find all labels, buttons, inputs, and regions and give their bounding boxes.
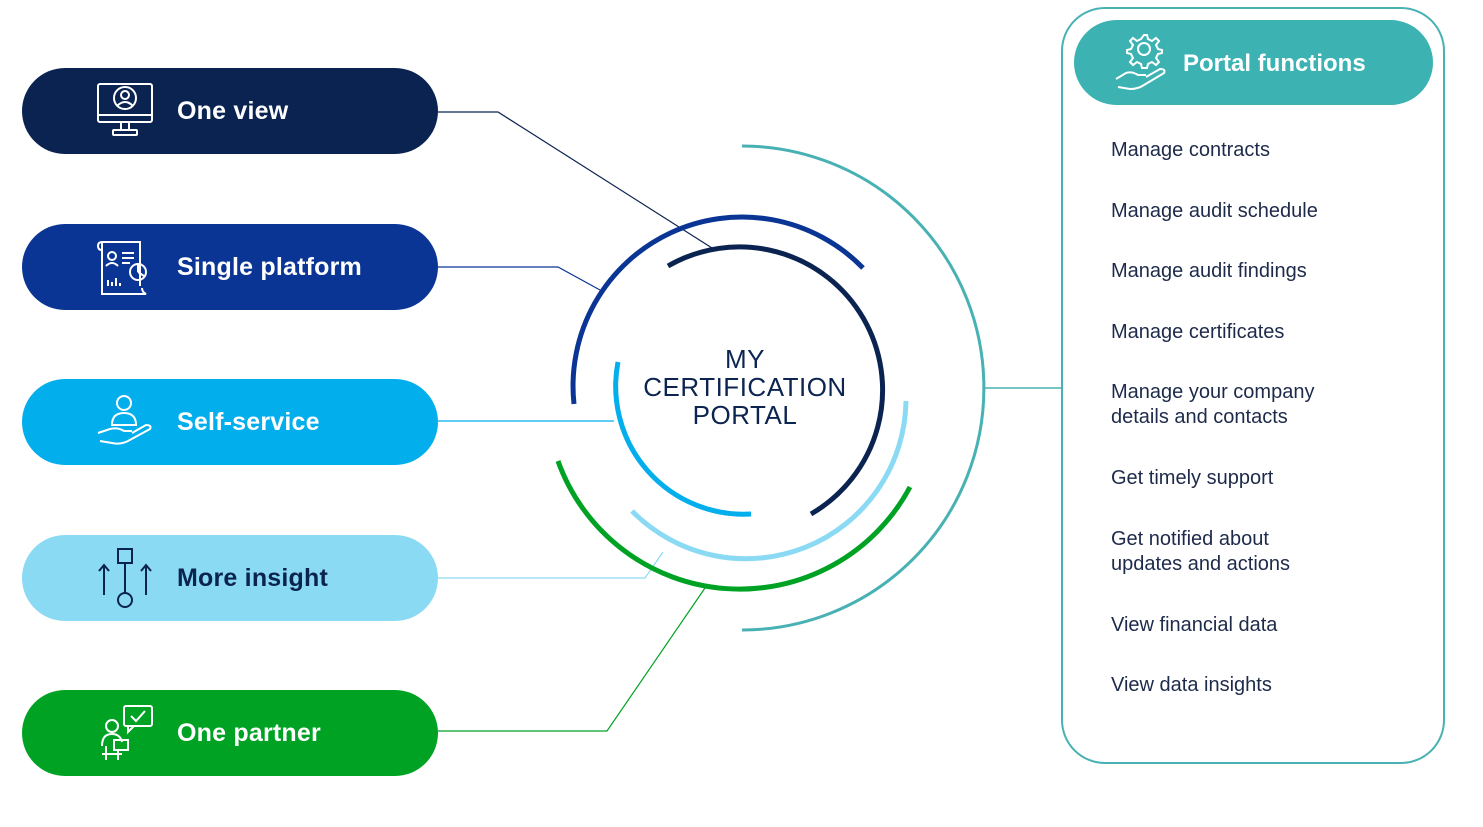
portal-functions-panel (1061, 7, 1445, 764)
pill-one-partner: One partner (22, 690, 438, 776)
function-item: Manage audit findings (1111, 260, 1307, 282)
center-title-line: MY (725, 344, 765, 374)
center-title-line: CERTIFICATION (643, 372, 847, 402)
ring-green (555, 460, 913, 592)
function-item: Manage your company details and contacts (1111, 381, 1315, 428)
pill-label: One partner (177, 719, 321, 747)
function-item: Manage certificates (1111, 321, 1285, 343)
pill-more-insight: More insight (22, 535, 438, 621)
connector-single-platform (438, 266, 601, 291)
function-item: Get notified about updates and actions (1111, 528, 1291, 575)
portal-center-title: MY CERTIFICATION PORTAL (620, 345, 870, 429)
pill-label: Self-service (177, 408, 320, 436)
portal-functions-header: Portal functions (1074, 20, 1433, 105)
function-item: Manage audit schedule (1111, 200, 1318, 222)
pill-label: More insight (177, 564, 329, 592)
pill-label: One view (177, 97, 289, 125)
connector-one-partner (438, 587, 706, 732)
function-item: View data insights (1111, 674, 1272, 696)
connector-more-insight (438, 551, 664, 579)
flow-arrows-icon (98, 548, 152, 608)
portal-functions-title: Portal functions (1183, 50, 1366, 77)
pill-label: Single platform (177, 253, 362, 281)
pill-single-platform: Single platform (22, 224, 438, 310)
hand-person-icon (97, 395, 152, 445)
function-item: Manage contracts (1111, 139, 1270, 161)
pill-self-service: Self-service (22, 379, 438, 465)
person-chat-check-icon (101, 705, 153, 760)
monitor-user-icon (97, 83, 153, 136)
function-item: Get timely support (1111, 467, 1274, 489)
connector-one-view (438, 111, 713, 249)
report-chart-icon (96, 241, 147, 295)
pill-one-view: One view (22, 68, 438, 154)
center-title-line: PORTAL (692, 400, 798, 430)
function-item: View financial data (1111, 614, 1278, 636)
gear-hand-icon (1115, 34, 1166, 91)
